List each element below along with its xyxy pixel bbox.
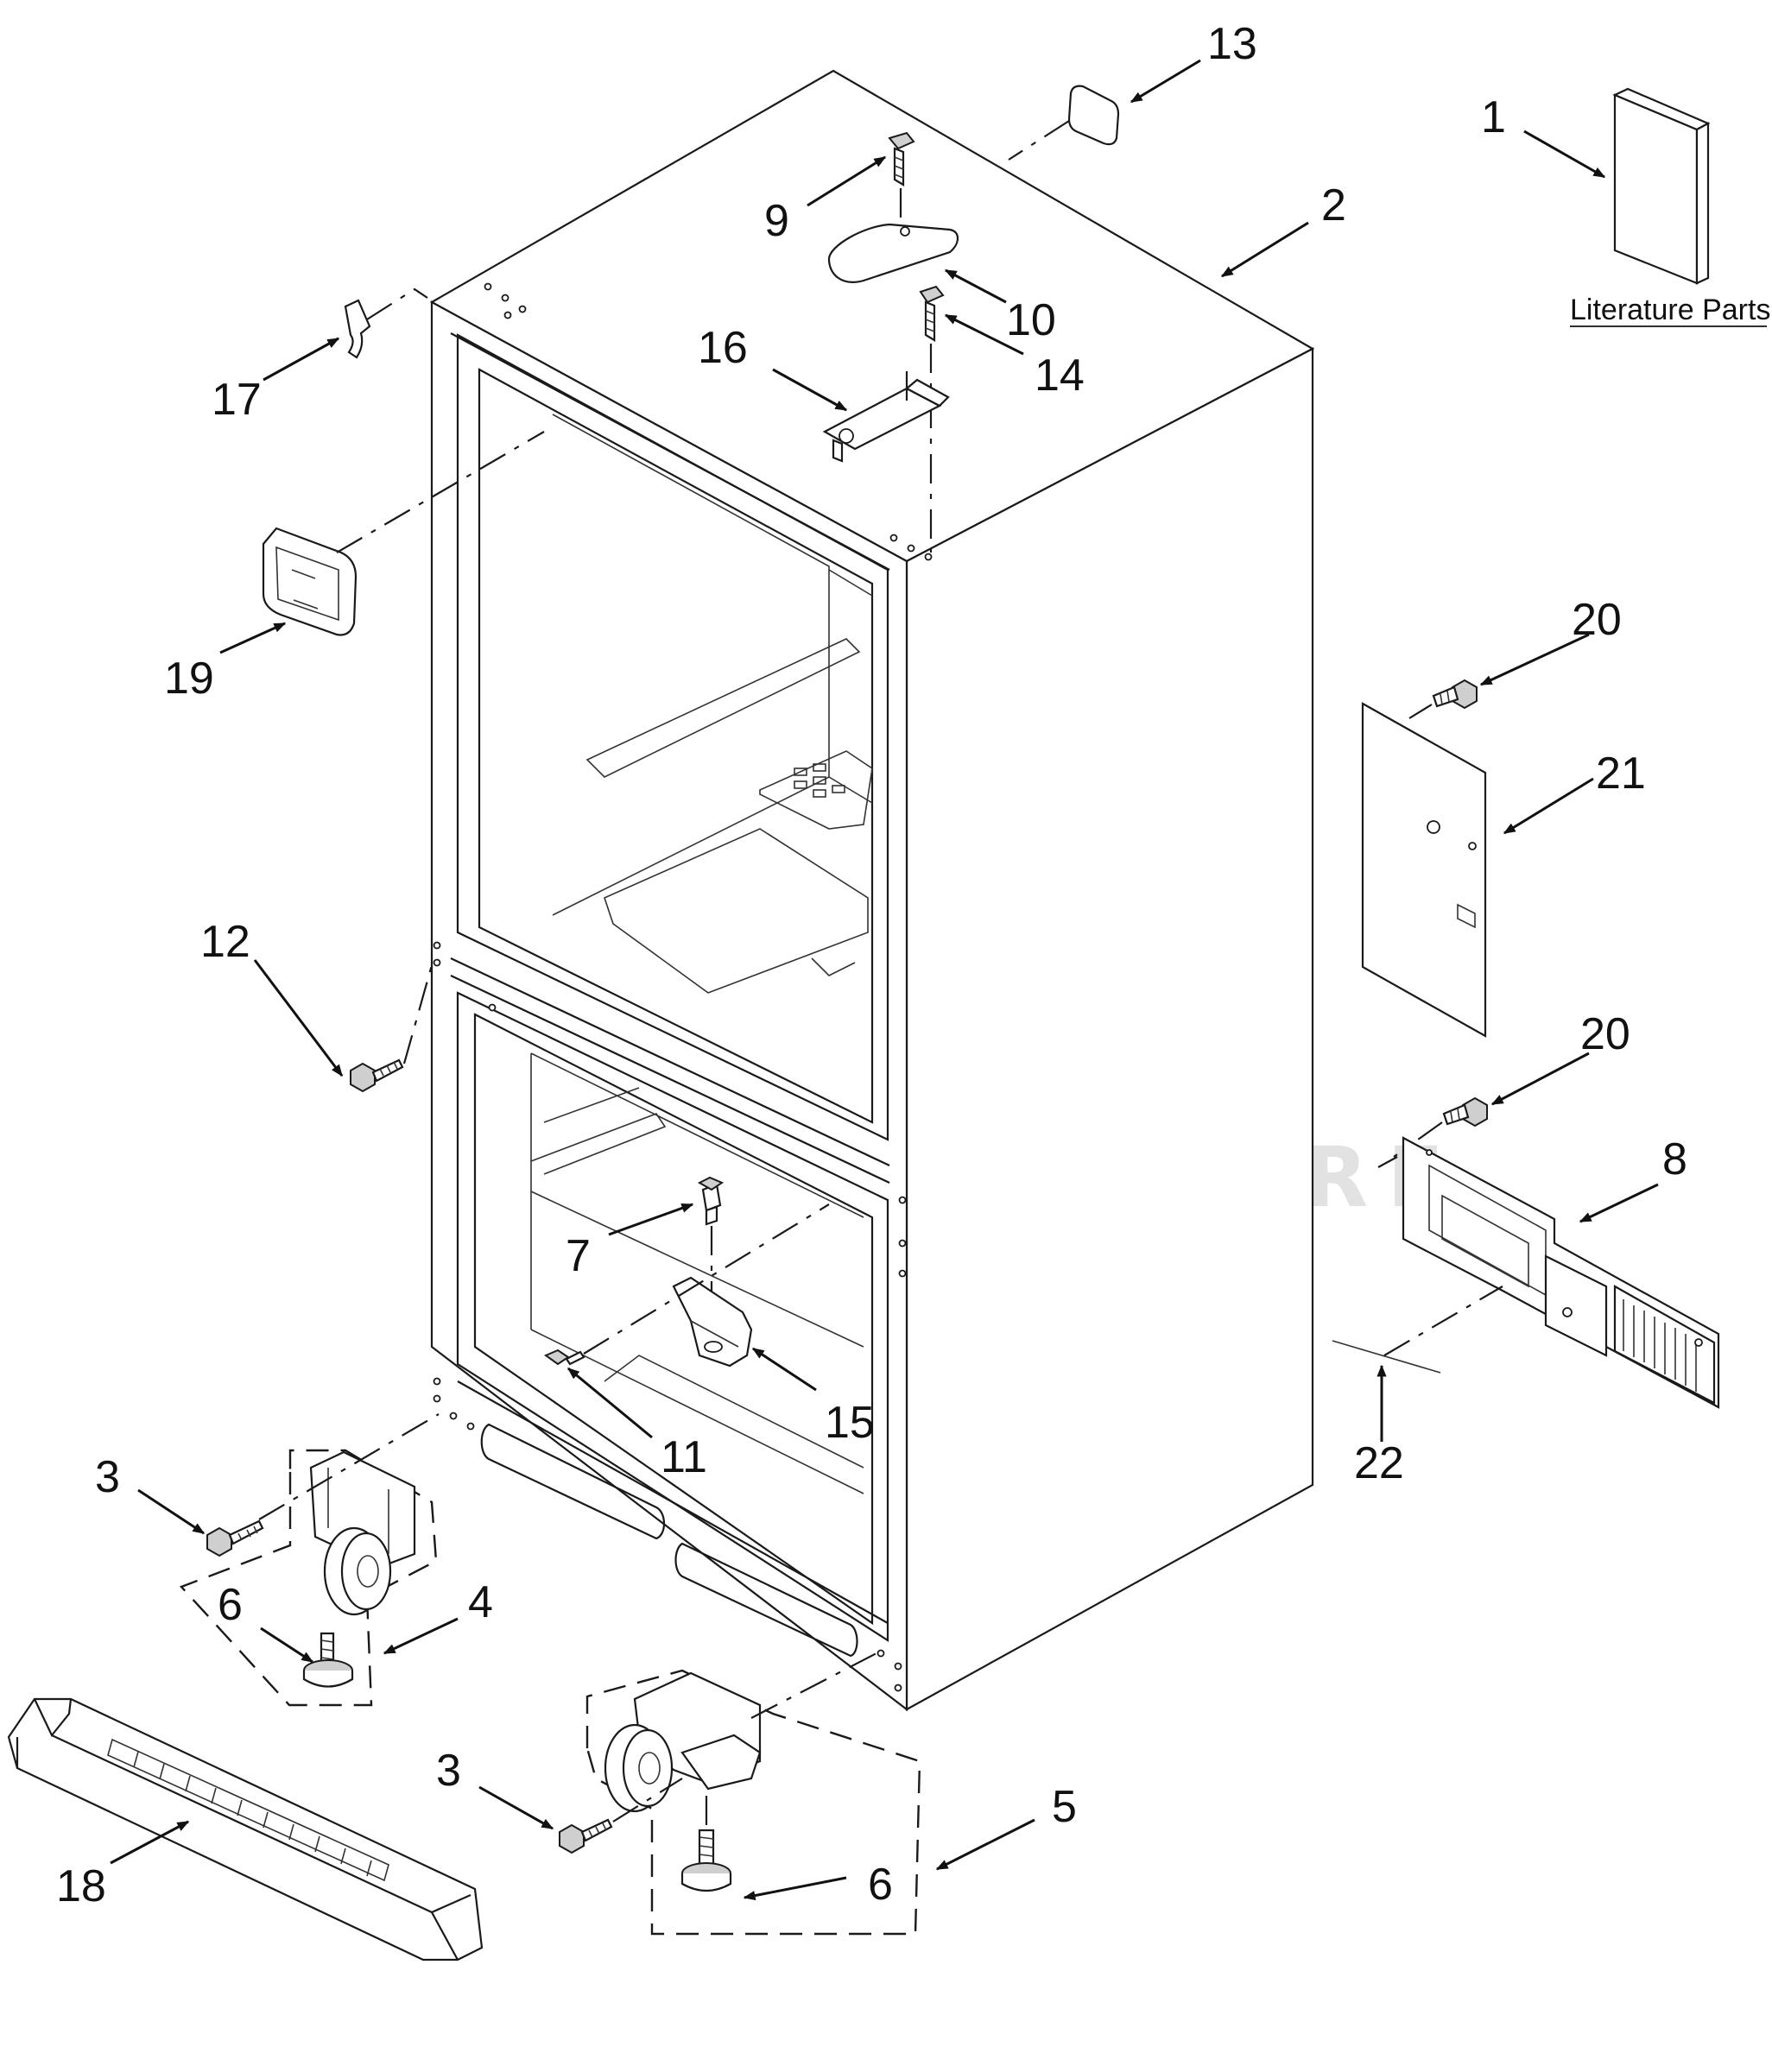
- callout-20-lower: 20: [1580, 1009, 1630, 1059]
- hinge-cover-part-10: [827, 223, 959, 283]
- screw-part-3-right: [559, 1778, 683, 1854]
- screw-part-20-lower: [1393, 1096, 1488, 1158]
- callout-11: 11: [661, 1432, 707, 1482]
- pin-part-7: [697, 1176, 725, 1347]
- callout-6-right: 6: [868, 1860, 893, 1910]
- screw-part-12: [350, 964, 434, 1093]
- callout-18: 18: [56, 1861, 106, 1911]
- cover-part-19: [262, 431, 545, 636]
- callout-4: 4: [468, 1577, 493, 1627]
- roller-assembly-part-4: [179, 1413, 440, 1707]
- callout-15: 15: [825, 1398, 875, 1448]
- screw-part-20-upper: [1408, 679, 1478, 719]
- screw-part-3-left: [206, 1519, 264, 1557]
- callout-3-left: 3: [95, 1452, 120, 1502]
- callout-1: 1: [1481, 92, 1506, 142]
- toe-grille-part-18: [7, 1697, 484, 1961]
- callout-numbers: 1 2 13 9 10 14 16 17 19 20 21 12 20 8 7 …: [56, 19, 1687, 1911]
- callout-21: 21: [1596, 749, 1646, 799]
- hinge-bracket-part-15: [672, 1276, 753, 1368]
- screw-part-9: [888, 131, 915, 226]
- panel-part-21: [1361, 702, 1487, 1038]
- callout-12: 12: [200, 917, 250, 967]
- callout-9: 9: [764, 196, 789, 246]
- gasket-part-22: [1332, 1286, 1503, 1374]
- callout-14: 14: [1035, 351, 1085, 401]
- callout-20-upper: 20: [1572, 595, 1622, 645]
- callout-6-left: 6: [218, 1580, 243, 1630]
- label-part-13: [1008, 85, 1120, 161]
- callout-16: 16: [698, 323, 748, 373]
- roller-assembly-part-5: [585, 1652, 921, 1936]
- clip-part-17: [344, 287, 428, 359]
- literature-parts-label: Literature Parts: [1570, 294, 1770, 326]
- callout-19: 19: [164, 654, 214, 704]
- callout-5: 5: [1052, 1782, 1077, 1832]
- callout-10: 10: [1006, 295, 1056, 345]
- refrigerator-cabinet: [429, 69, 1315, 1712]
- hinge-part-16: [822, 371, 950, 463]
- callout-3-right: 3: [436, 1746, 461, 1796]
- screw-part-11: [543, 1203, 830, 1366]
- callout-22: 22: [1354, 1438, 1404, 1488]
- callout-17: 17: [212, 375, 262, 425]
- screw-part-14: [919, 285, 945, 553]
- callout-7: 7: [566, 1231, 591, 1281]
- callout-8: 8: [1662, 1134, 1687, 1184]
- leader-lines: [110, 59, 1659, 1901]
- access-panel-part-8: [1377, 1136, 1720, 1409]
- callout-2: 2: [1321, 180, 1346, 231]
- callout-13: 13: [1207, 19, 1257, 69]
- literature-booklet: [1612, 87, 1711, 285]
